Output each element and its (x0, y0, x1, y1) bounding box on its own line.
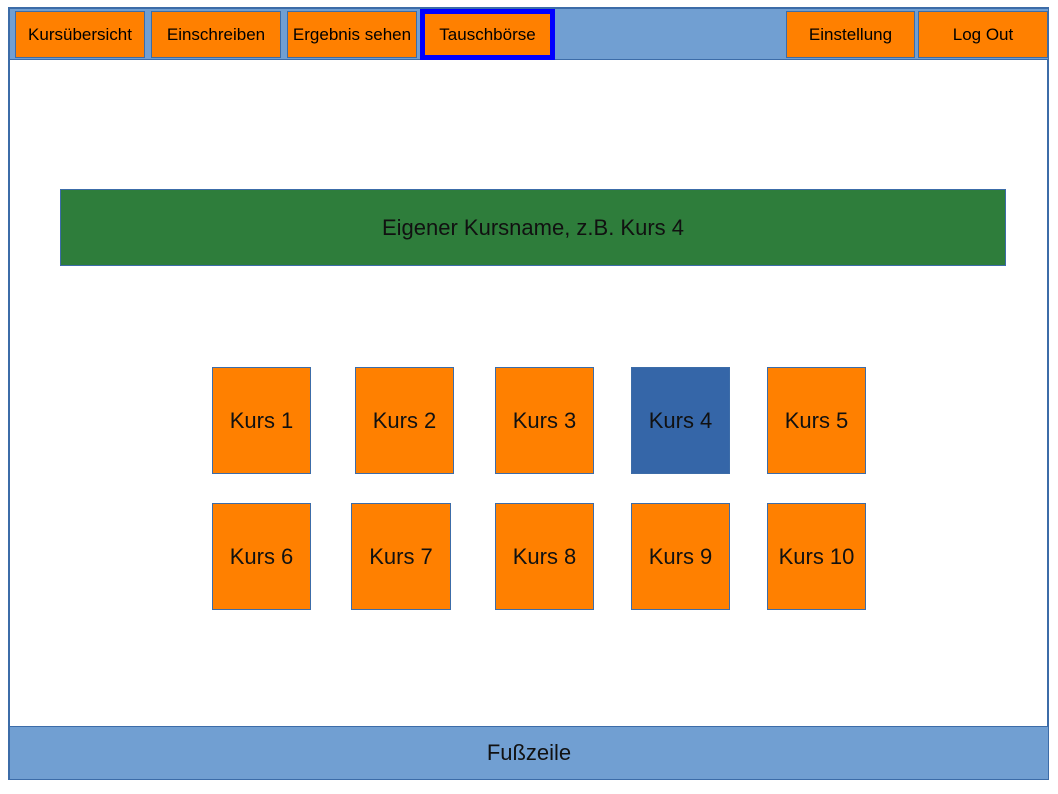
footer: Fußzeile (10, 726, 1048, 779)
log-out-button[interactable]: Log Out (918, 11, 1048, 58)
course-tile-8[interactable]: Kurs 8 (495, 503, 594, 610)
course-tile-4-own[interactable]: Kurs 4 (631, 367, 730, 474)
course-tile-2[interactable]: Kurs 2 (355, 367, 454, 474)
course-tile-3[interactable]: Kurs 3 (495, 367, 594, 474)
nav-ergebnis-sehen-button[interactable]: Ergebnis sehen (287, 11, 417, 58)
nav-tauschboerse-button[interactable]: Tauschbörse (420, 9, 555, 60)
course-tile-7[interactable]: Kurs 7 (351, 503, 451, 610)
nav-kursuebersicht-button[interactable]: Kursübersicht (15, 11, 145, 58)
course-tile-10[interactable]: Kurs 10 (767, 503, 866, 610)
nav-einschreiben-button[interactable]: Einschreiben (151, 11, 281, 58)
own-course-banner: Eigener Kursname, z.B. Kurs 4 (60, 189, 1006, 266)
nav-einstellung-button[interactable]: Einstellung (786, 11, 915, 58)
course-tile-9[interactable]: Kurs 9 (631, 503, 730, 610)
course-tile-1[interactable]: Kurs 1 (212, 367, 311, 474)
course-tile-6[interactable]: Kurs 6 (212, 503, 311, 610)
course-tile-5[interactable]: Kurs 5 (767, 367, 866, 474)
